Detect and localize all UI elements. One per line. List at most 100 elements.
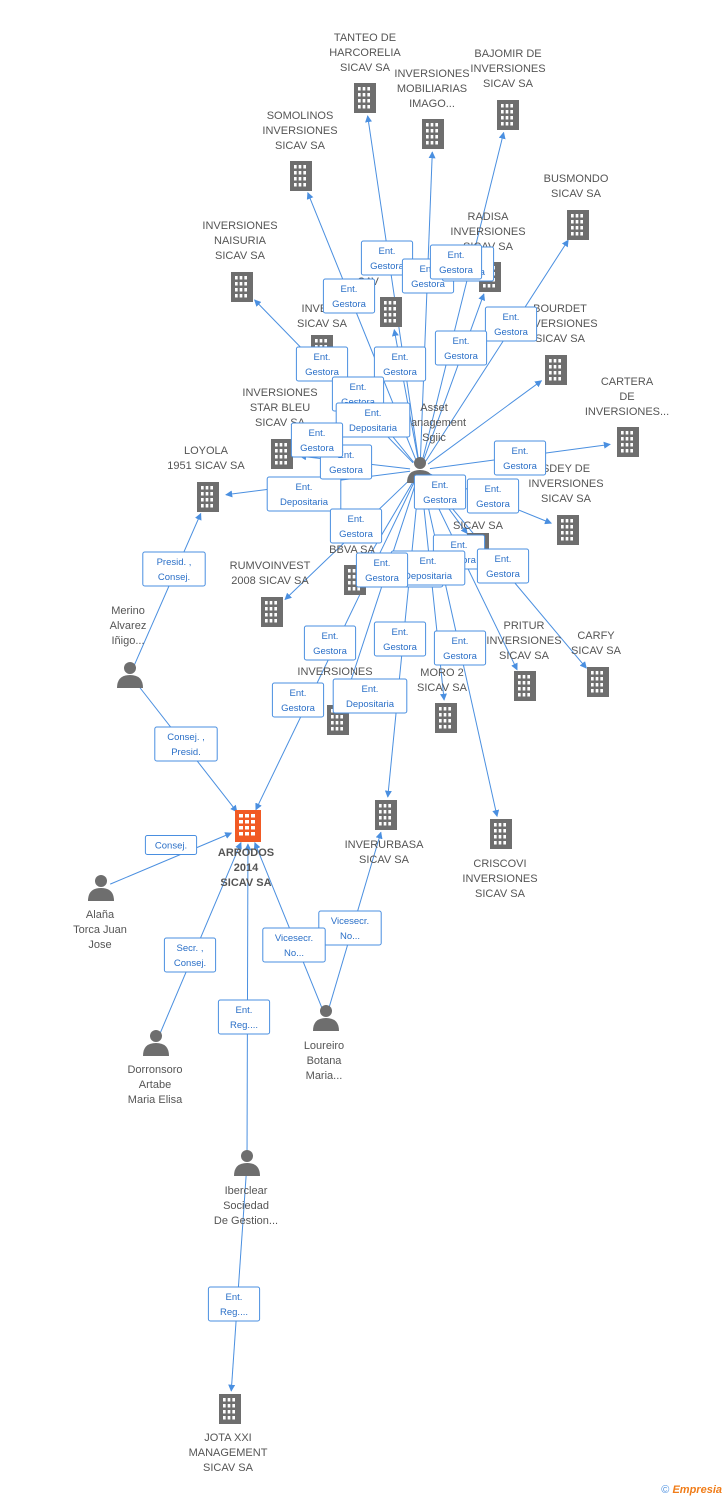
edge-label[interactable]: Ent.Gestora bbox=[433, 630, 487, 666]
edge-label[interactable]: Ent.Gestora bbox=[413, 474, 467, 510]
edge-label[interactable]: Ent.Gestora bbox=[434, 330, 488, 366]
edge-label[interactable]: Ent.Gestora bbox=[355, 552, 409, 588]
edge-asset-radisa bbox=[422, 293, 486, 461]
edge-label[interactable]: Ent.Gestora bbox=[303, 625, 357, 661]
edge-label[interactable]: Ent.Depositaria bbox=[335, 402, 411, 438]
edge-label[interactable]: Ent.Gestora bbox=[466, 478, 520, 514]
svg-text:Ent.Gestora: Ent.Gestora bbox=[503, 446, 538, 472]
edge-label[interactable]: Ent.Gestora bbox=[429, 244, 483, 280]
edge-label[interactable]: Ent.Gestora bbox=[484, 306, 538, 342]
edge-label[interactable]: Vicesecr.No... bbox=[262, 927, 326, 963]
building-icon bbox=[375, 800, 397, 830]
svg-text:Ent.Depositaria: Ent.Depositaria bbox=[349, 408, 398, 434]
building-icon bbox=[497, 100, 519, 130]
svg-text:Ent.Gestora: Ent.Gestora bbox=[486, 554, 521, 580]
edge-label[interactable]: Ent.Gestora bbox=[373, 346, 427, 382]
building-icon bbox=[271, 439, 293, 469]
watermark[interactable]: © Empresia bbox=[661, 1484, 722, 1496]
edge-label[interactable]: Ent.Gestora bbox=[329, 508, 383, 544]
edge-label[interactable]: Ent.Gestora bbox=[295, 346, 349, 382]
person-icon bbox=[234, 1150, 260, 1176]
svg-text:Consej. ,Presid.: Consej. ,Presid. bbox=[167, 732, 205, 758]
edge-label[interactable]: Ent.Gestora bbox=[476, 548, 530, 584]
edge-label[interactable]: Ent.Gestora bbox=[360, 240, 414, 276]
building-icon bbox=[490, 819, 512, 849]
edge-label[interactable]: Secr. ,Consej. bbox=[163, 937, 217, 973]
edge-label[interactable]: Ent.Depositaria bbox=[332, 678, 408, 714]
svg-text:Ent.Depositaria: Ent.Depositaria bbox=[280, 482, 329, 508]
svg-text:Ent.Gestora: Ent.Gestora bbox=[313, 631, 348, 657]
edge-alana-arrodos bbox=[110, 832, 233, 885]
edge-asset-inversiones_u bbox=[342, 479, 418, 704]
edge-asset-busmondo bbox=[424, 239, 569, 462]
edge-label[interactable]: Ent.Gestora bbox=[493, 440, 547, 476]
building-icon bbox=[514, 671, 536, 701]
edge-label[interactable]: Consej. bbox=[144, 835, 198, 855]
edge-label[interactable]: Ent.Reg.... bbox=[207, 1286, 261, 1322]
building-icon bbox=[197, 482, 219, 512]
svg-text:Secr. ,Consej.: Secr. ,Consej. bbox=[174, 943, 206, 969]
svg-text:Ent.Gestora: Ent.Gestora bbox=[476, 484, 511, 510]
svg-text:Presid. ,Consej.: Presid. ,Consej. bbox=[157, 557, 192, 583]
edge-label[interactable]: Ent.Gestora bbox=[290, 422, 344, 458]
edge-asset-bbva bbox=[363, 478, 416, 566]
svg-text:Ent.Gestora: Ent.Gestora bbox=[339, 514, 374, 540]
svg-text:Ent.Gestora: Ent.Gestora bbox=[383, 627, 418, 653]
building-icon bbox=[261, 597, 283, 627]
edge-asset-tanteo bbox=[365, 115, 420, 461]
edge-label[interactable]: Ent.Gestora bbox=[271, 682, 325, 718]
edge-iberclear-jota bbox=[228, 1172, 247, 1392]
edge-label[interactable]: Vicesecr.No... bbox=[318, 910, 382, 946]
brand-logo: Empresia bbox=[672, 1484, 722, 1496]
edge-label[interactable]: Consej. ,Presid. bbox=[154, 726, 218, 762]
edge-label[interactable]: Ent.Gestora bbox=[322, 278, 376, 314]
building-icon bbox=[354, 83, 376, 113]
edge-label[interactable]: Ent.Depositaria bbox=[266, 476, 342, 512]
svg-text:Ent.Gestora: Ent.Gestora bbox=[329, 450, 364, 476]
building-icon bbox=[219, 1394, 241, 1424]
node-label: INVERSIONES bbox=[297, 666, 372, 678]
edge-label[interactable]: Ent.Gestora bbox=[373, 621, 427, 657]
svg-text:Ent.Depositaria: Ent.Depositaria bbox=[346, 684, 395, 710]
svg-text:Ent.Gestora: Ent.Gestora bbox=[444, 336, 479, 362]
svg-text:Ent.Gestora: Ent.Gestora bbox=[423, 480, 458, 506]
edge-label[interactable]: Presid. ,Consej. bbox=[142, 551, 206, 587]
edge-label[interactable]: Ent.Reg.... bbox=[217, 999, 271, 1035]
svg-text:Ent.Gestora: Ent.Gestora bbox=[411, 264, 446, 290]
building-icon bbox=[545, 355, 567, 385]
